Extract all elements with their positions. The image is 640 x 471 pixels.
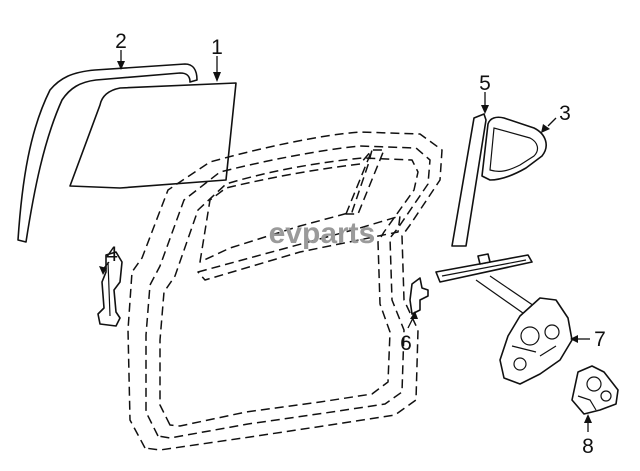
division-bar [451,113,487,247]
callout-5-label: 5 [479,72,491,95]
callout-3-label: 3 [559,102,571,125]
bracket [409,277,429,315]
callout-8-label: 8 [582,435,594,458]
door-glass [69,82,237,189]
window-regulator [435,253,573,385]
callout-4-label: 4 [106,243,118,266]
callout-1-label: 1 [211,36,223,59]
rear-door-outline [127,131,443,451]
callout-2-label: 2 [115,30,127,53]
callout-6-label: 6 [400,332,412,355]
callout-labels: 1 2 3 4 5 6 7 8 [106,30,606,458]
glass-run-channel [17,63,198,243]
callout-7-label: 7 [594,328,606,351]
regulator-motor [571,365,619,415]
watermark: evparts [269,217,376,250]
quarter-glass [481,116,547,181]
callout-leaders [99,50,592,432]
guide-rail [97,251,123,327]
